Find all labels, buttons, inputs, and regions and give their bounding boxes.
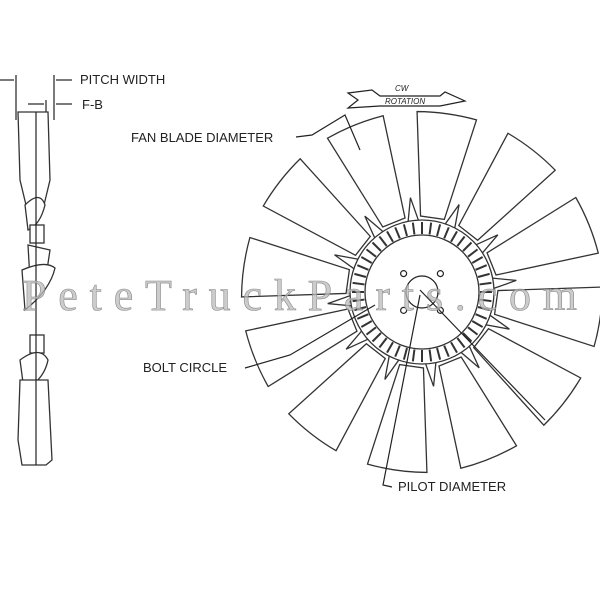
hub-tooth (467, 248, 479, 258)
fb-label: F-B (82, 97, 103, 112)
hub-tooth (411, 349, 416, 362)
rotation-cw-label: CW (395, 84, 410, 93)
pilot-hole (405, 275, 439, 309)
hub-tooth (411, 222, 416, 235)
hub-tooth (402, 224, 408, 237)
hub-tooth (443, 226, 450, 239)
hub-tooth (475, 313, 488, 320)
bolt-hole (400, 306, 408, 314)
fan-blade (366, 363, 428, 474)
fan-blade (287, 342, 387, 452)
rotation-label: ROTATION (385, 97, 425, 106)
hub-tooth (402, 347, 408, 360)
hub-tooth (378, 337, 388, 349)
hub-tooth (436, 347, 442, 360)
hub-tooth (475, 264, 488, 271)
hub-tooth (477, 272, 490, 278)
hub-tooth (356, 313, 369, 320)
hub-tooth (471, 320, 484, 328)
bolt-hole (436, 306, 444, 314)
fan-blade (457, 132, 557, 242)
hub-tooth (360, 256, 373, 264)
fan-blade (416, 110, 478, 221)
hub-tooth (456, 337, 466, 349)
hub-tooth (394, 345, 401, 358)
hub-tooth (354, 272, 367, 278)
bolt-circle-leader (244, 304, 376, 369)
hub-tooth (462, 241, 473, 252)
hub-tooth (428, 349, 433, 362)
hub-tooth (456, 235, 466, 247)
hub-tooth (479, 281, 492, 286)
hub-tooth (352, 281, 365, 286)
hub-tooth (443, 345, 450, 358)
hub-tooth (386, 341, 394, 354)
hub-tooth (360, 320, 373, 328)
hub-tooth (378, 235, 388, 247)
hub-tooth (371, 332, 382, 343)
fan-blade (472, 327, 582, 427)
hub-tooth (365, 248, 377, 258)
hub-tooth (365, 326, 377, 336)
bolt-hole (436, 270, 444, 278)
fan-blade (262, 157, 372, 257)
hub-tooth (371, 241, 382, 252)
pilot-diameter-leader (382, 294, 421, 488)
hub-tooth (394, 226, 401, 239)
hub-tooth (356, 264, 369, 271)
rotation-arrow: CW ROTATION (346, 84, 467, 109)
fan-blade (240, 236, 351, 298)
side-view (0, 75, 72, 466)
hub-tooth (462, 332, 473, 343)
pitch-width-label: PITCH WIDTH (80, 72, 165, 87)
fan-blade-diameter-leader (295, 114, 361, 151)
fan-blade (438, 356, 518, 470)
fan-blade-diameter-label: FAN BLADE DIAMETER (131, 130, 273, 145)
hub-tooth (467, 326, 479, 336)
pilot-diameter-label: PILOT DIAMETER (398, 479, 506, 494)
bolt-hole (400, 270, 408, 278)
hub-tooth (436, 224, 442, 237)
hub-tooth (450, 230, 458, 243)
hub-tooth (428, 222, 433, 235)
hub-tooth (354, 306, 367, 312)
fan-blade (326, 114, 406, 228)
hub-tooth (450, 341, 458, 354)
diameter-line (419, 289, 546, 421)
hub-tooth (352, 298, 365, 303)
bolt-circle-label: BOLT CIRCLE (143, 360, 227, 375)
hub-tooth (386, 230, 394, 243)
hub-tooth (471, 256, 484, 264)
hub-tooth (479, 298, 492, 303)
fan-blade (486, 196, 600, 276)
hub-tooth (477, 306, 490, 312)
